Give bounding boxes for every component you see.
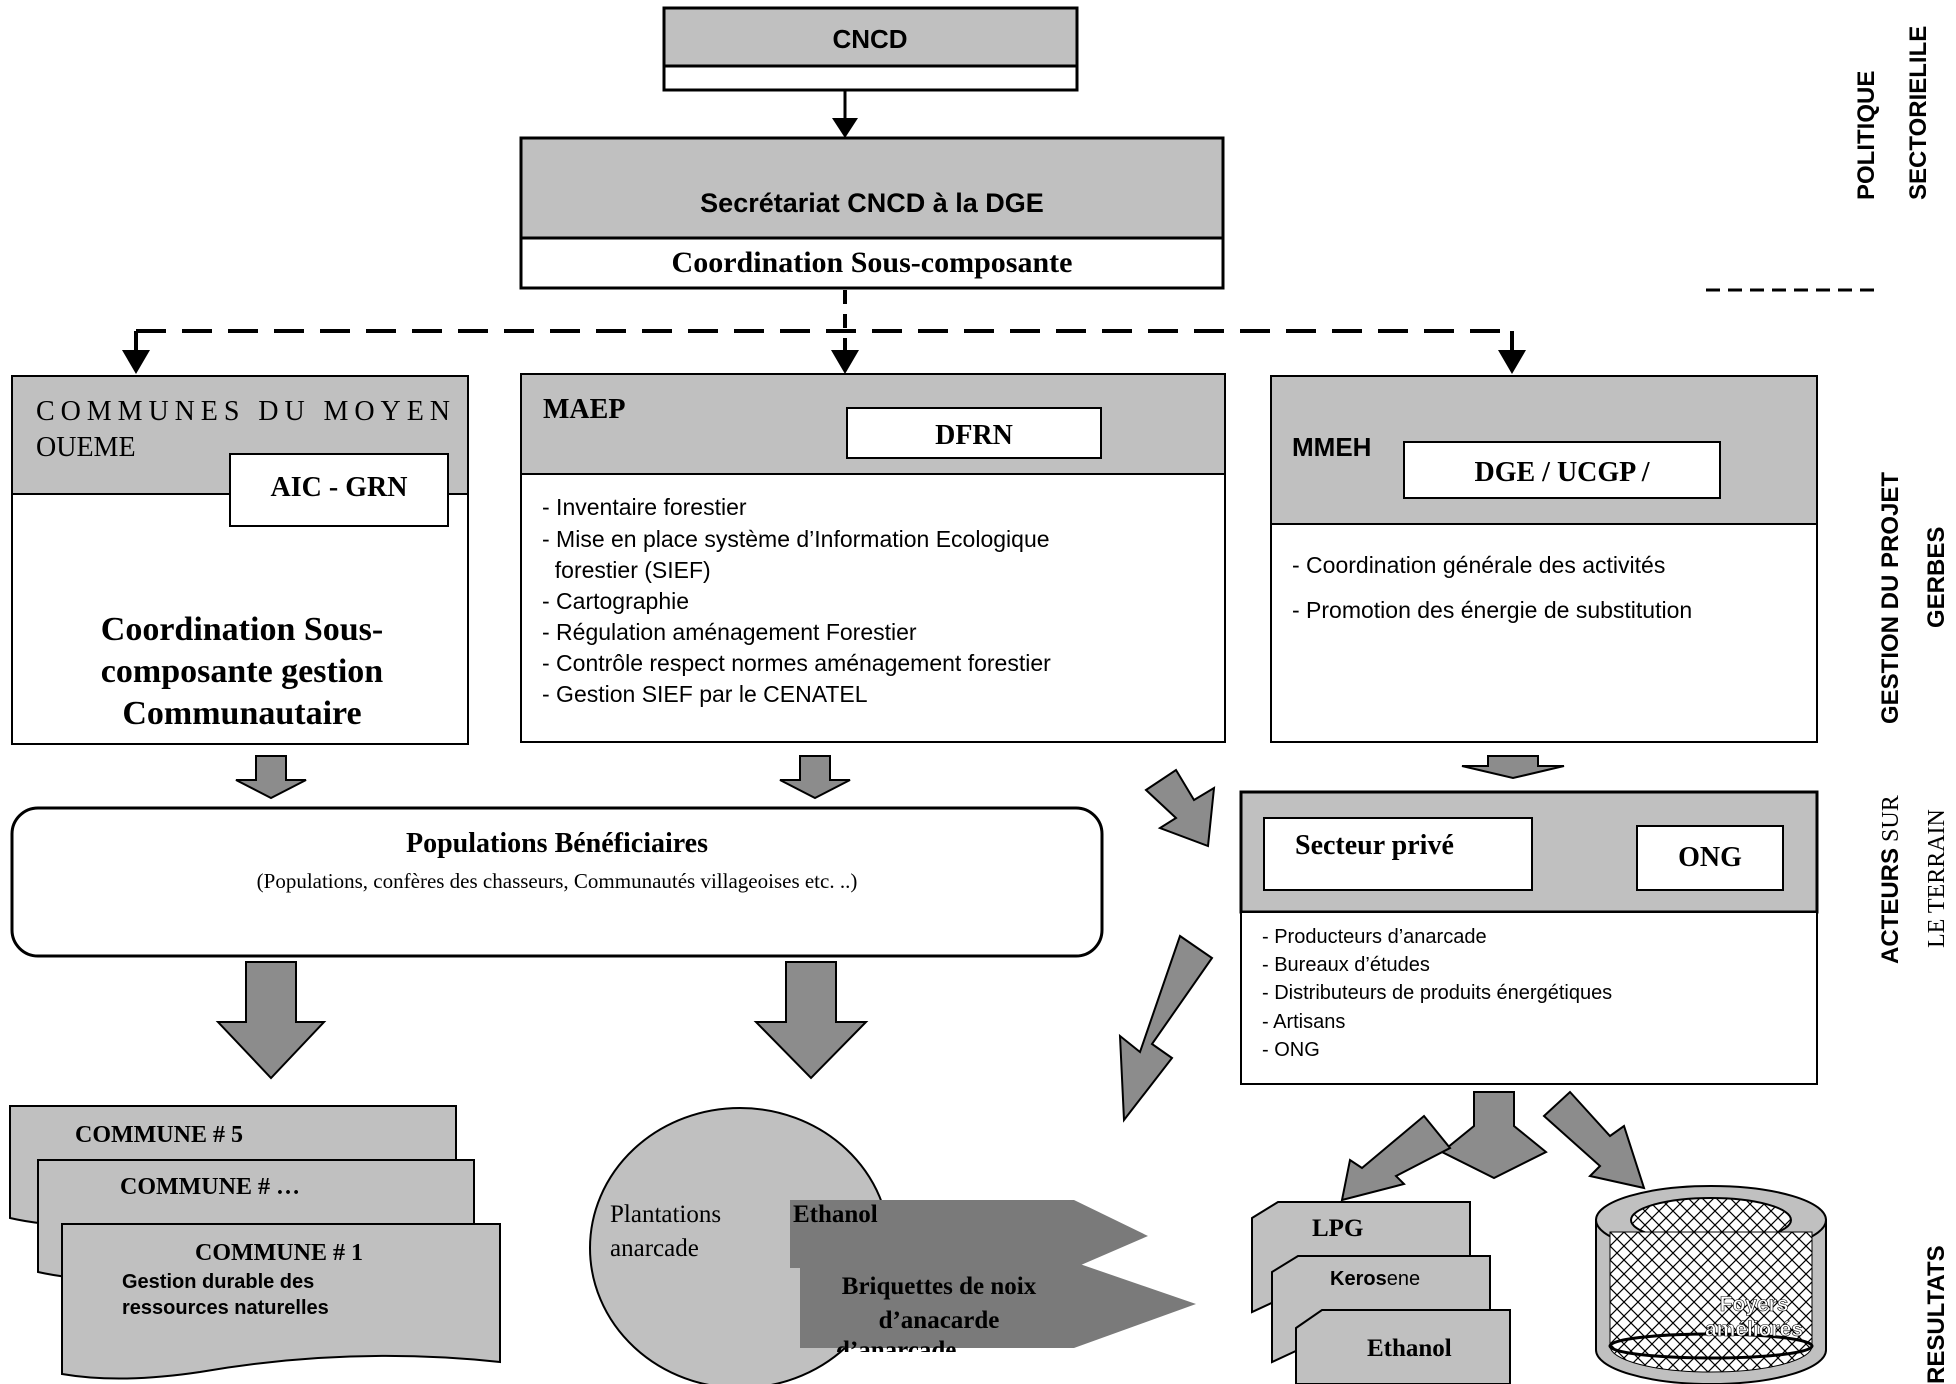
- ong-label: ONG: [1678, 842, 1742, 873]
- acteurs-item-2: - Bureaux d’études: [1262, 954, 1430, 976]
- side-acteurs-rest: SUR: [1878, 795, 1904, 848]
- mmeh-item-2: - Promotion des énergie de substitution: [1292, 597, 1692, 623]
- maep-item-1: - Inventaire forestier: [542, 494, 747, 520]
- plantations-group: Plantations anarcade Ethanol Briquettes …: [589, 1107, 1196, 1384]
- energy-docs: LPG Kerosene Ethanol: [1251, 1201, 1511, 1384]
- maep-item-2: - Mise en place système d’Information Ec…: [542, 526, 1050, 552]
- arrow-mmeh-down: [1461, 755, 1565, 780]
- block-arrows-row1: [235, 755, 1565, 848]
- populations-title: Populations Bénéficiaires: [406, 828, 708, 859]
- maep-item-5: - Régulation aménagement Forestier: [542, 619, 917, 645]
- arrow-acteurs-right: [1542, 1090, 1646, 1190]
- mmeh-box: MMEH DGE / UCGP / - Coordination général…: [1270, 375, 1818, 743]
- arrow-acteurs-left: [1340, 1114, 1452, 1202]
- foyers-line2: améliorés: [1705, 1318, 1803, 1341]
- side-sectorielle: SECTORIELILE: [1905, 26, 1932, 200]
- acteurs-item-4: - Artisans: [1262, 1011, 1345, 1033]
- arrow-populations-center: [753, 961, 869, 1080]
- maep-box: MAEP DFRN - Inventaire forestier - Mise …: [520, 373, 1226, 743]
- block-arrows-row2: [215, 934, 1646, 1202]
- dge-ucgp-label: DGE / UCGP /: [1474, 457, 1650, 488]
- commune-desc-2: ressources naturelles: [122, 1297, 329, 1319]
- lpg-label: LPG: [1312, 1215, 1363, 1242]
- communes-body-1: Coordination Sous-: [101, 611, 383, 648]
- communes-body-3: Communautaire: [122, 695, 361, 732]
- commune-desc-1: Gestion durable des: [122, 1271, 314, 1293]
- ethanol-plant-label: Ethanol: [793, 1201, 878, 1228]
- mmeh-item-1: - Coordination générale des activités: [1292, 552, 1665, 578]
- side-gestion-2: GERBES: [1923, 527, 1950, 628]
- briquettes-arrow: [800, 1262, 1196, 1348]
- cncd-box: CNCD: [662, 6, 1079, 92]
- secretariat-label: Secrétariat CNCD à la DGE: [700, 188, 1044, 218]
- side-politique: POLITIQUE: [1853, 71, 1880, 200]
- maep-item-3: forestier (SIEF): [542, 557, 711, 583]
- arrow-cncd-secretariat: [832, 90, 858, 138]
- maep-item-4: - Cartographie: [542, 588, 689, 614]
- communes-box: COMMUNES DU MOYEN OUEME AIC - GRN Coordi…: [11, 375, 469, 745]
- dfrn-label: DFRN: [935, 420, 1013, 451]
- arrow-maep-diagonal: [1144, 768, 1216, 848]
- populations-subtitle: (Populations, confères des chasseurs, Co…: [257, 869, 858, 893]
- commune-1-label: COMMUNE # 1: [195, 1240, 363, 1266]
- communes-body-2: composante gestion: [101, 653, 383, 690]
- commune-5-label: COMMUNE # 5: [75, 1122, 243, 1148]
- side-acteurs-1: ACTEURS SUR: [1877, 795, 1904, 964]
- briquettes-clipped: d’anarcade: [836, 1337, 956, 1364]
- dashed-connector: [122, 288, 1882, 374]
- maep-item-6: - Contrôle respect normes aménagement fo…: [542, 650, 1051, 676]
- populations-box: Populations Bénéficiaires (Populations, …: [10, 806, 1104, 958]
- side-acteurs-2: LE TERRAIN: [1924, 809, 1950, 948]
- kerosene-label: Kerosene: [1330, 1268, 1420, 1290]
- arrow-maep-down: [779, 755, 851, 800]
- mmeh-title: MMEH: [1292, 432, 1371, 462]
- aic-grn-label: AIC - GRN: [271, 472, 408, 503]
- plantations-line1: Plantations: [610, 1201, 721, 1228]
- secteur-prive-label: Secteur privé: [1295, 830, 1454, 861]
- foyers-stove: Foyers améliorés: [1595, 1185, 1827, 1384]
- arrow-populations-left: [215, 961, 327, 1080]
- plantations-line2: anarcade: [610, 1235, 699, 1262]
- acteurs-item-3: - Distributeurs de produits énergétiques: [1262, 982, 1612, 1004]
- ethanol-energy-label: Ethanol: [1367, 1335, 1452, 1362]
- commune-dots-label: COMMUNE # …: [120, 1174, 300, 1200]
- maep-item-7: - Gestion SIEF par le CENATEL: [542, 681, 868, 707]
- acteurs-item-5: - ONG: [1262, 1039, 1320, 1061]
- arrow-acteurs-down: [1440, 1091, 1548, 1180]
- cncd-label: CNCD: [832, 24, 907, 54]
- side-labels: POLITIQUE SECTORIELILE GESTION DU PROJET…: [1853, 26, 1950, 1384]
- acteurs-item-1: - Producteurs d’anarcade: [1262, 926, 1487, 948]
- ethanol-arrow: [790, 1200, 1148, 1268]
- briquettes-line1: Briquettes de noix: [842, 1273, 1037, 1300]
- commune-docs: COMMUNE # 5 COMMUNE # … COMMUNE # 1 Gest…: [9, 1105, 501, 1380]
- coordination-label: Coordination Sous-composante: [672, 246, 1073, 279]
- secretariat-box: Secrétariat CNCD à la DGE Coordination S…: [519, 136, 1225, 290]
- kerosene-rest: ene: [1387, 1268, 1420, 1290]
- acteurs-box: Secteur privé ONG - Producteurs d’anarca…: [1239, 790, 1819, 1085]
- briquettes-line2: d’anacarde: [879, 1307, 1000, 1334]
- arrow-communes-down: [235, 755, 307, 800]
- kerosene-bold: Keros: [1330, 1268, 1387, 1290]
- foyers-line1: Foyers: [1720, 1293, 1789, 1316]
- side-acteurs-bold: ACTEURS: [1877, 848, 1904, 964]
- side-resultats: RESULTATS: [1923, 1245, 1950, 1384]
- maep-title: MAEP: [543, 394, 625, 425]
- side-gestion-1: GESTION DU PROJET: [1877, 472, 1904, 724]
- communes-header-2: OUEME: [36, 432, 136, 463]
- arrow-acteurs-diagonal: [1118, 934, 1214, 1123]
